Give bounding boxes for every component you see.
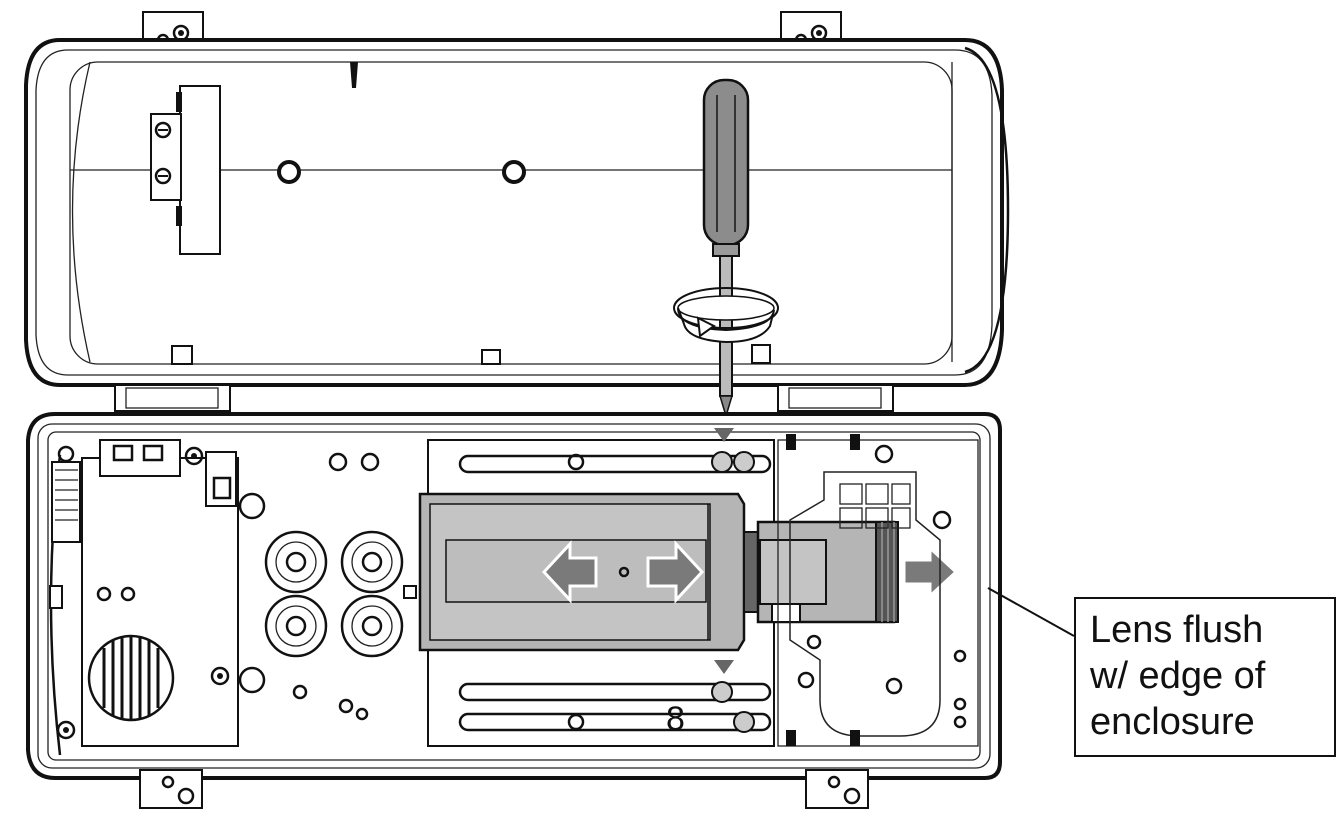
slide-arrow-icon <box>646 540 705 604</box>
front-window-frame <box>777 434 979 747</box>
position-marker-icon <box>714 428 734 442</box>
callout-box: Lens flush w/ edge of enclosure <box>1074 597 1336 757</box>
enclosure-base <box>26 412 1002 809</box>
base-mount-tab-right <box>805 769 869 809</box>
enclosure-lid <box>24 11 1010 412</box>
slide-arrow-icon <box>541 540 598 604</box>
power-board <box>49 439 266 747</box>
position-marker-icon <box>714 660 734 674</box>
screwdriver-icon <box>702 78 750 419</box>
rotate-arrow-icon <box>673 287 779 344</box>
slide-arrow-icon <box>902 544 959 600</box>
cable-glands <box>264 530 404 658</box>
base-mount-tab-left <box>139 769 203 809</box>
callout-line: Lens flush <box>1090 609 1264 651</box>
callout-leader-line <box>987 587 1075 637</box>
step-number-label: 8 <box>666 700 685 738</box>
speaker-grille <box>87 634 175 722</box>
lid-bracket <box>150 85 221 255</box>
callout-line: enclosure <box>1090 701 1255 743</box>
camera-lens <box>743 520 899 624</box>
callout-line: w/ edge of <box>1090 655 1266 697</box>
